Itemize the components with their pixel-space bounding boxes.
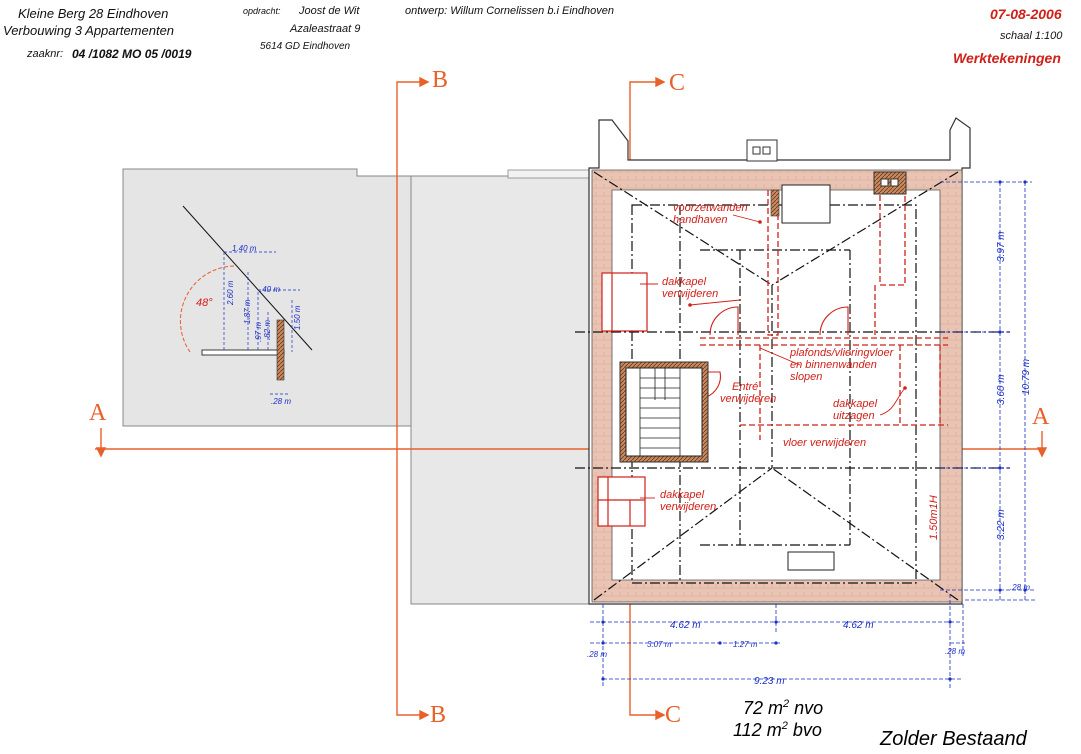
dakkapel-top-label-1: dakkapel bbox=[662, 276, 707, 288]
section-marker-a-left: A bbox=[89, 400, 107, 426]
opdracht-label: opdracht: bbox=[243, 6, 281, 16]
dim-right-360: 3.60 m bbox=[996, 374, 1007, 405]
annotations: voorzetwanden handhaven dakkapel verwijd… bbox=[660, 202, 940, 540]
dim-bottom-28b: .28 m bbox=[945, 647, 965, 656]
plafonds-label-1: plafonds/vlieringvloer bbox=[789, 347, 895, 359]
dakkapel-right-label-2: uitzagen bbox=[833, 410, 875, 422]
detail-d150: 1.50 m bbox=[293, 305, 302, 330]
dim-right-397: 3.97 m bbox=[996, 231, 1007, 262]
dimension-labels-right: 3.97 m 3.60 m 3.22 m 10.79 m .28 m bbox=[996, 231, 1032, 592]
detail-d260: 2.60 m bbox=[226, 280, 235, 306]
voorzetwanden-label-2: handhaven bbox=[673, 214, 727, 226]
height-note: 1.50m1H bbox=[928, 495, 940, 540]
drawing-scale: schaal 1:100 bbox=[1000, 30, 1063, 42]
entree-label-1: Entré bbox=[732, 381, 758, 393]
area-bvo-value: 112 m bbox=[733, 720, 782, 740]
client-street: Azaleastraat 9 bbox=[290, 23, 361, 35]
neighbour-building bbox=[122, 168, 590, 605]
zaaknr-value: 04 /1082 MO 05 /0019 bbox=[72, 47, 192, 61]
dim-bottom-127: 1.27 m bbox=[733, 640, 758, 649]
address-line-1: Kleine Berg 28 Eindhoven bbox=[18, 6, 169, 21]
area-bvo: 112 m2 bvo bbox=[733, 720, 822, 740]
area-nvo: 72 m2 nvo bbox=[743, 698, 824, 718]
dakkapel-right-label-1: dakkapel bbox=[833, 398, 878, 410]
dimension-lines-right bbox=[940, 181, 1035, 601]
client-city: 5614 GD Eindhoven bbox=[260, 41, 351, 52]
dim-right-322: 3.22 m bbox=[996, 509, 1007, 540]
dakkapel-bottom-label-1: dakkapel bbox=[660, 489, 705, 501]
section-marker-c-top: C bbox=[669, 70, 686, 96]
section-marker-b-bottom: B bbox=[430, 702, 447, 728]
detail-d028: .28 m bbox=[271, 397, 291, 406]
dormers bbox=[597, 272, 648, 527]
dim-right-total: 10.79 m bbox=[1021, 359, 1032, 395]
plafonds-label-3: slopen bbox=[790, 371, 822, 383]
detail-d082: .82 m bbox=[263, 320, 272, 340]
hatch-window bbox=[787, 551, 835, 571]
detail-d040: .40 m bbox=[260, 285, 280, 294]
detail-d097: .97 m bbox=[254, 322, 263, 342]
doors bbox=[705, 306, 849, 398]
dim-bottom-28a: .28 m bbox=[587, 650, 607, 659]
area-nvo-unit: nvo bbox=[794, 698, 824, 718]
dim-bottom-307: 3.07 m bbox=[647, 640, 672, 649]
dim-bottom-total: 9.23 m bbox=[754, 676, 785, 687]
detail-angle: 48° bbox=[196, 297, 213, 309]
vloer-label: vloer verwijderen bbox=[783, 437, 866, 449]
drawing-title: Zolder Bestaand bbox=[880, 728, 1027, 750]
roof-section-detail: 48° 1.40 m 2.60 m 1.87 m .97 m .82 m .40… bbox=[179, 205, 313, 406]
dakkapel-top-label-2: verwijderen bbox=[662, 288, 718, 300]
dakkapel-bottom-label-2: verwijderen bbox=[660, 501, 716, 513]
plafonds-label-2: en binnenwanden bbox=[790, 359, 877, 371]
detail-d187: 1.87 m bbox=[243, 299, 252, 324]
area-nvo-value: 72 m bbox=[743, 698, 784, 718]
dim-bottom-462b: 4.62 m bbox=[843, 620, 874, 631]
entree-label-2: verwijderen bbox=[720, 393, 776, 405]
client-name: Joost de Wit bbox=[299, 5, 360, 17]
address-line-2: Verbouwing 3 Appartementen bbox=[3, 23, 175, 38]
drawing-date: 07-08-2006 bbox=[990, 6, 1062, 22]
section-marker-b-top: B bbox=[432, 67, 449, 93]
dim-bottom-462a: 4.62 m bbox=[670, 620, 701, 631]
bathtub bbox=[781, 184, 831, 224]
building-outline bbox=[588, 117, 971, 605]
zaaknr-label: zaaknr: bbox=[27, 48, 64, 60]
area-bvo-unit: bvo bbox=[792, 720, 822, 740]
dimension-labels-bottom: 4.62 m 4.62 m 3.07 m 1.27 m .28 m .28 m … bbox=[587, 620, 965, 687]
detail-d140: 1.40 m bbox=[232, 244, 257, 253]
design-credit: ontwerp: Willum Cornelissen b.i Eindhove… bbox=[405, 5, 614, 17]
staircase bbox=[619, 361, 709, 463]
voorzetwanden-label-1: voorzetwanden bbox=[673, 202, 748, 214]
section-marker-a-right: A bbox=[1032, 404, 1050, 430]
section-marker-c-bottom: C bbox=[665, 702, 682, 728]
drawing-type: Werktekeningen bbox=[953, 50, 1061, 66]
demolition-walls bbox=[700, 190, 948, 440]
dim-right-28: .28 m bbox=[1010, 583, 1030, 592]
